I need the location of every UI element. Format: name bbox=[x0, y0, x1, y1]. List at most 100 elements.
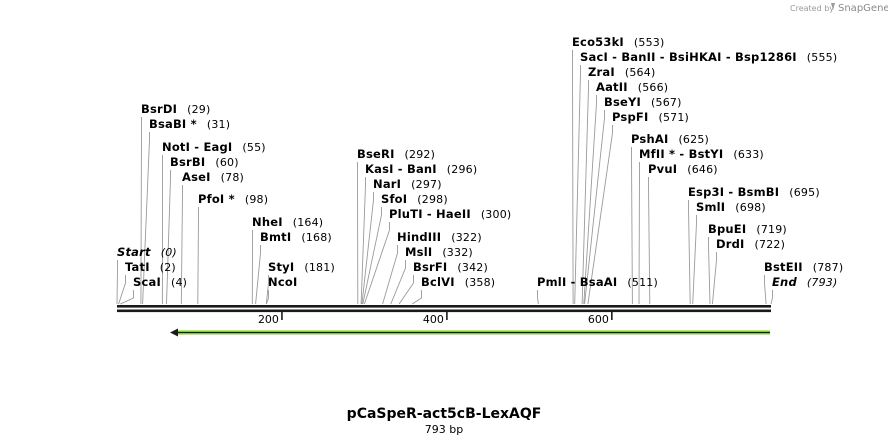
tick-label-600: 600 bbox=[588, 313, 609, 326]
site-position-bmti: (168) bbox=[301, 231, 332, 244]
leader-line-aatii bbox=[583, 95, 597, 305]
site-label-scai[interactable]: ScaI(4) bbox=[133, 275, 187, 289]
leader-line-ncoi bbox=[265, 290, 269, 305]
site-label-eco53ki[interactable]: Eco53kI(553) bbox=[572, 35, 665, 49]
site-position-scai: (4) bbox=[171, 276, 187, 289]
site-label-pfoi[interactable]: PfoI *(98) bbox=[198, 192, 268, 206]
leader-line-saci bbox=[574, 65, 581, 305]
feature-arrowhead-icon bbox=[170, 328, 178, 337]
map-title: pCaSpeR-act5cB-LexAQF bbox=[347, 406, 542, 422]
site-label-kasi[interactable]: KasI - BanI(296) bbox=[365, 162, 477, 176]
ruler-ticks: 200 400 600 bbox=[258, 312, 613, 326]
site-position-smli: (698) bbox=[735, 201, 766, 214]
site-label-mfii[interactable]: MfII * - BstYI(633) bbox=[639, 147, 764, 161]
site-position-nari: (297) bbox=[411, 178, 442, 191]
site-position-bsrfi: (342) bbox=[457, 261, 488, 274]
leader-line-mfii bbox=[638, 162, 640, 305]
leader-line-bsrdi bbox=[140, 117, 142, 305]
site-position-hindiii: (322) bbox=[451, 231, 482, 244]
site-label-saci[interactable]: SacI - BanII - BsiHKAI - Bsp1286I(555) bbox=[580, 50, 837, 64]
site-position-zrai: (564) bbox=[625, 66, 656, 79]
site-label-sfoi[interactable]: SfoI(298) bbox=[381, 192, 448, 206]
site-label-bclvi[interactable]: BclVI(358) bbox=[421, 275, 495, 289]
site-label-tati[interactable]: TatI(2) bbox=[125, 260, 176, 274]
site-label-start[interactable]: Start(0) bbox=[117, 245, 177, 259]
site-position-pmli: (511) bbox=[627, 276, 658, 289]
site-position-end: (793) bbox=[807, 276, 838, 289]
site-label-bsrbi[interactable]: BsrBI(60) bbox=[170, 155, 239, 169]
site-position-pshai: (625) bbox=[678, 133, 709, 146]
site-position-msli: (332) bbox=[442, 246, 473, 259]
site-label-msli[interactable]: MslI(332) bbox=[405, 245, 473, 259]
tick-label-200: 200 bbox=[258, 313, 279, 326]
site-label-nhei[interactable]: NheI(164) bbox=[252, 215, 323, 229]
site-label-bmti[interactable]: BmtI(168) bbox=[260, 230, 332, 244]
site-label-drdi[interactable]: DrdI(722) bbox=[716, 237, 785, 251]
site-label-pmli[interactable]: PmlI - BsaAI(511) bbox=[537, 275, 658, 289]
site-position-asei: (78) bbox=[221, 171, 244, 184]
site-position-pspfi: (571) bbox=[658, 111, 689, 124]
site-position-esp3i: (695) bbox=[789, 186, 820, 199]
leader-line-hindiii bbox=[382, 245, 398, 305]
leader-line-pmli bbox=[537, 290, 539, 305]
leader-line-tati bbox=[118, 275, 126, 305]
leader-line-sfoi bbox=[362, 207, 382, 305]
leader-line-start bbox=[116, 260, 118, 305]
site-position-bsteii: (787) bbox=[813, 261, 844, 274]
site-label-asei[interactable]: AseI(78) bbox=[182, 170, 244, 184]
backbone-top-strand bbox=[117, 305, 771, 308]
leader-line-eco53ki bbox=[572, 50, 574, 305]
site-position-noti: (55) bbox=[242, 141, 265, 154]
site-position-nhei: (164) bbox=[293, 216, 324, 229]
site-label-smli[interactable]: SmlI(698) bbox=[696, 200, 766, 214]
site-label-esp3i[interactable]: Esp3I - BsmBI(695) bbox=[688, 185, 820, 199]
site-position-styi: (181) bbox=[304, 261, 335, 274]
site-position-bsrbi: (60) bbox=[215, 156, 238, 169]
site-label-pspfi[interactable]: PspFI(571) bbox=[612, 110, 689, 124]
site-label-bsabi[interactable]: BsaBI *(31) bbox=[149, 117, 230, 131]
site-position-drdi: (722) bbox=[755, 238, 786, 251]
leader-line-bpuei bbox=[708, 237, 711, 305]
leader-line-esp3i bbox=[688, 200, 691, 305]
site-label-ncoi[interactable]: NcoI bbox=[268, 275, 297, 289]
site-label-pvui[interactable]: PvuI(646) bbox=[648, 162, 718, 176]
site-label-hindiii[interactable]: HindIII(322) bbox=[397, 230, 482, 244]
site-label-pshai[interactable]: PshAI(625) bbox=[631, 132, 709, 146]
leader-line-bsabi bbox=[142, 132, 150, 305]
leader-line-pfoi bbox=[197, 207, 199, 305]
leader-line-bmti bbox=[255, 245, 261, 305]
site-label-zrai[interactable]: ZraI(564) bbox=[588, 65, 655, 79]
leader-line-msli bbox=[390, 260, 406, 305]
leader-line-pluti bbox=[363, 222, 390, 305]
site-label-bseyi[interactable]: BseYI(567) bbox=[604, 95, 682, 109]
site-label-styi[interactable]: StyI(181) bbox=[268, 260, 335, 274]
site-label-bsrdi[interactable]: BsrDI(29) bbox=[141, 102, 211, 116]
site-position-bseri: (292) bbox=[405, 148, 436, 161]
site-position-tati: (2) bbox=[160, 261, 176, 274]
tick-label-400: 400 bbox=[423, 313, 444, 326]
site-label-bsteii[interactable]: BstEII(787) bbox=[764, 260, 843, 274]
leader-line-bsrfi bbox=[398, 275, 414, 305]
dna-backbone bbox=[117, 305, 771, 313]
leader-line-nari bbox=[361, 192, 374, 305]
site-position-pfoi: (98) bbox=[245, 193, 268, 206]
leader-line-pspfi bbox=[587, 125, 613, 305]
site-label-pluti[interactable]: PluTI - HaeII(300) bbox=[389, 207, 511, 221]
site-label-aatii[interactable]: AatII(566) bbox=[596, 80, 668, 94]
site-position-eco53ki: (553) bbox=[634, 36, 665, 49]
site-position-bsabi: (31) bbox=[207, 118, 230, 131]
leader-line-zrai bbox=[581, 80, 589, 305]
feature-arrow[interactable] bbox=[170, 328, 770, 337]
site-label-bseri[interactable]: BseRI(292) bbox=[357, 147, 435, 161]
site-label-end[interactable]: End(793) bbox=[772, 275, 837, 289]
site-label-nari[interactable]: NarI(297) bbox=[373, 177, 442, 191]
site-label-noti[interactable]: NotI - EagI(55) bbox=[162, 140, 266, 154]
leader-line-bseyi bbox=[584, 110, 605, 305]
site-position-bsrdi: (29) bbox=[187, 103, 210, 116]
site-leader-lines bbox=[116, 50, 773, 305]
site-label-bsrfi[interactable]: BsrFI(342) bbox=[413, 260, 488, 274]
site-position-bclvi: (358) bbox=[465, 276, 496, 289]
backbone-bottom-strand bbox=[117, 309, 771, 313]
site-label-bpuei[interactable]: BpuEI(719) bbox=[708, 222, 787, 236]
